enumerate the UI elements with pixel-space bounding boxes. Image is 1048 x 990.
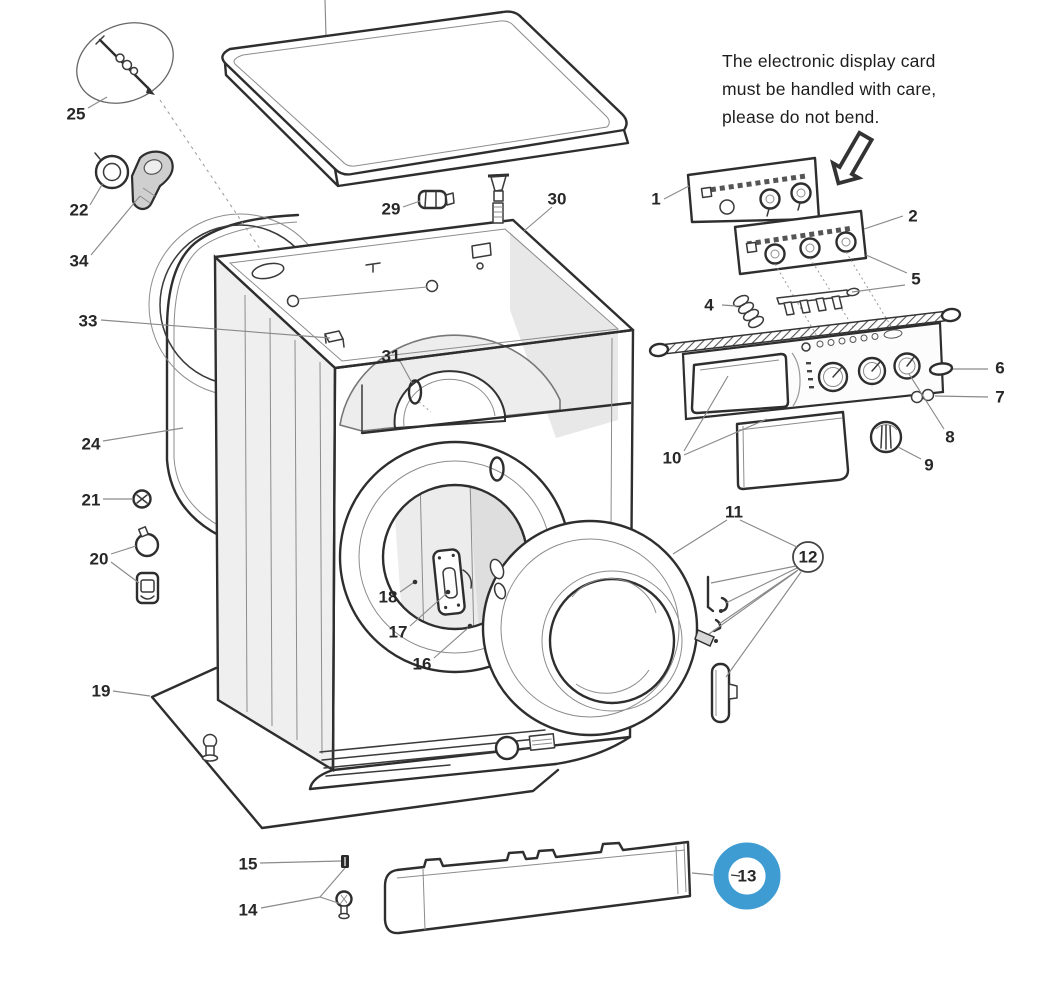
part-label-9: 9 <box>924 456 933 475</box>
part-label-21: 21 <box>82 491 101 510</box>
part-label-29: 29 <box>382 200 401 219</box>
part-label-16: 16 <box>413 655 432 674</box>
part-label-7: 7 <box>995 388 1004 407</box>
screw-part-30 <box>487 173 510 224</box>
base-frame <box>150 666 560 830</box>
control-panel-assembly <box>648 287 962 491</box>
part-label-24: 24 <box>82 435 101 454</box>
part-label-1: 1 <box>651 190 660 209</box>
door-handle-part <box>710 662 731 724</box>
top-lid <box>221 0 630 188</box>
pump-clamp-parts <box>134 526 160 605</box>
suspension-rod-part <box>76 22 174 104</box>
part-label-31: 31 <box>382 347 401 366</box>
part-label-30: 30 <box>548 190 567 209</box>
part-label-8: 8 <box>945 428 954 447</box>
part-label-33: 33 <box>79 312 98 331</box>
hose-clamp-part-29 <box>417 189 455 210</box>
note-line: please do not bend. <box>722 107 880 127</box>
part-label-15: 15 <box>239 855 258 874</box>
part-25-dashed-leader <box>159 99 329 351</box>
part-label-18: 18 <box>379 588 398 607</box>
display-card-1 <box>686 156 821 224</box>
springs-part-4 <box>732 294 765 329</box>
part-labels-layer: 2522343324212019151429303118171612546789… <box>67 105 1005 920</box>
part-12-circle-marker <box>792 541 824 573</box>
drawer-front-part-10 <box>735 410 850 491</box>
push-buttons-part-7 <box>910 388 935 404</box>
door-assembly <box>481 519 699 737</box>
program-icons-row <box>816 329 903 348</box>
part-label-20: 20 <box>90 550 109 569</box>
handling-warning-note: The electronic display card must be hand… <box>722 47 1012 131</box>
hinge-small-parts <box>694 575 738 724</box>
highlighted-part-13-marker[interactable] <box>713 842 781 910</box>
button-strip-part-5 <box>776 287 860 316</box>
knob-part-9 <box>869 420 903 454</box>
part-label-19: 19 <box>92 682 111 701</box>
temperature-knob <box>857 356 887 386</box>
part-label-25: 25 <box>67 105 86 124</box>
part-label-6: 6 <box>995 359 1004 378</box>
part-label-17: 17 <box>389 623 408 642</box>
program-knob <box>817 361 849 393</box>
plinth-panel-part-13 <box>383 840 692 935</box>
part-label-34: 34 <box>70 252 89 271</box>
led-indicators <box>806 362 814 389</box>
hose-ring-part <box>94 152 130 190</box>
part-label-13[interactable]: 13 <box>738 867 757 886</box>
display-card-2 <box>733 209 868 276</box>
part-label-5: 5 <box>911 270 920 289</box>
leader-lines <box>87 96 989 909</box>
part-label-4: 4 <box>704 296 714 315</box>
inlet-elbow-part <box>130 150 174 211</box>
screw-part-14 <box>335 890 353 920</box>
part-label-10: 10 <box>663 449 682 468</box>
part-label-12: 12 <box>799 548 818 567</box>
part-label-2: 2 <box>908 207 917 226</box>
detergent-drawer-slot <box>690 352 790 415</box>
small-clamp-part <box>132 489 152 509</box>
button-part-6 <box>928 362 954 376</box>
note-line: must be handled with care, <box>722 79 937 99</box>
part-label-14: 14 <box>239 901 258 920</box>
part-label-11: 11 <box>725 503 743 522</box>
brand-logo-icon <box>801 342 811 352</box>
spin-knob <box>893 352 921 380</box>
part-label-22: 22 <box>70 201 89 220</box>
note-line: The electronic display card <box>722 51 936 71</box>
clip-part-15 <box>341 855 349 868</box>
